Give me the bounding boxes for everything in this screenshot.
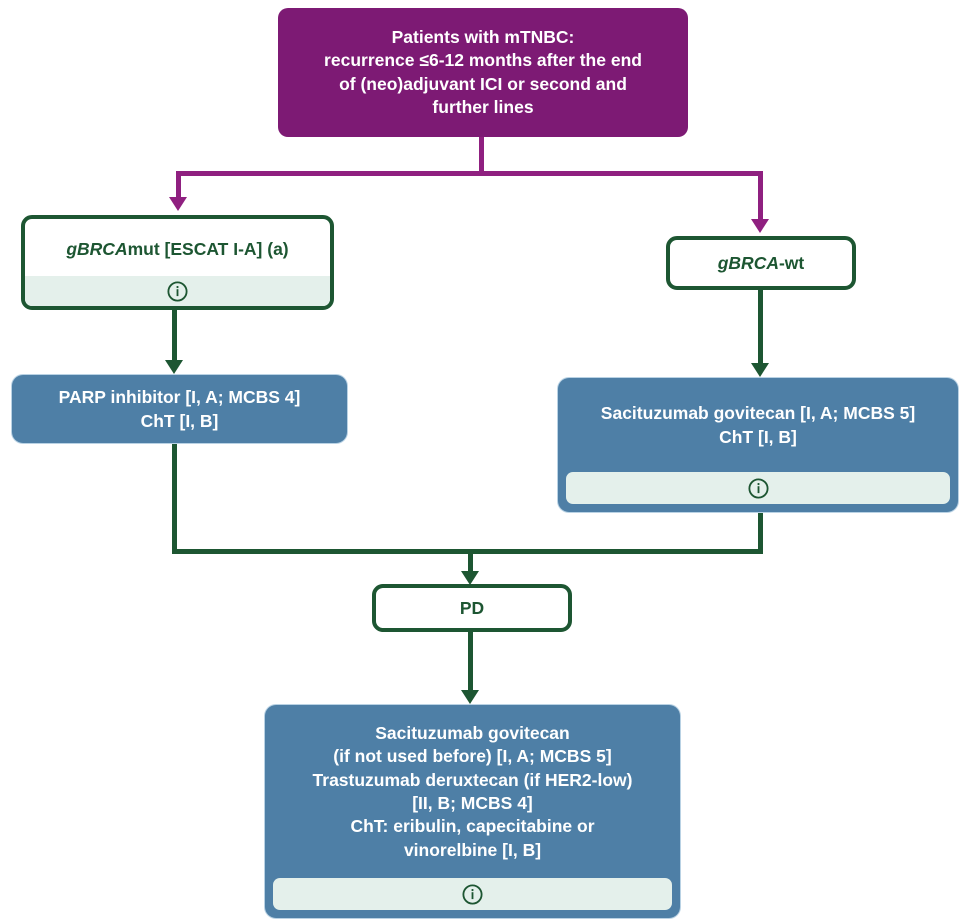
gbrca-mut-suffix: mut [ESCAT I-A] (a): [127, 239, 289, 260]
information-icon[interactable]: [166, 280, 189, 303]
connector-root-right-drop: [758, 171, 763, 221]
arrow-to-gbrca-wt: [751, 219, 769, 233]
gbrca-mut-gene-name: gBRCA: [66, 239, 128, 260]
connector-sacituzumab-merge-vertical: [758, 512, 763, 554]
node-parp-inhibitor[interactable]: PARP inhibitor [I, A; MCBS 4] ChT [I, B]: [12, 375, 347, 443]
gbrca-wt-gene-name: gBRCA: [717, 252, 779, 273]
gbrca-wt-suffix: -wt: [778, 252, 805, 273]
node-later-line-treatment[interactable]: Sacituzumab govitecan (if not used befor…: [265, 705, 680, 918]
node-patients-mtnbc-label: Patients with mTNBC: recurrence ≤6-12 mo…: [324, 26, 642, 117]
connector-merge-horizontal: [172, 549, 763, 554]
info-bar-gbrca-mut[interactable]: [25, 276, 330, 306]
connector-root-left-drop: [176, 171, 181, 199]
node-sacituzumab-govitecan-first-line[interactable]: Sacituzumab govitecan [I, A; MCBS 5] ChT…: [558, 378, 958, 512]
info-bar-later-line[interactable]: [273, 878, 672, 910]
node-gbrca-mut-label: gBRCAmut [ESCAT I-A] (a): [25, 219, 330, 276]
node-gbrca-wt[interactable]: gBRCA-wt: [666, 236, 856, 290]
connector-merge-to-pd: [468, 549, 473, 573]
node-progressive-disease[interactable]: PD: [372, 584, 572, 632]
connector-pd-to-later-line: [468, 632, 473, 692]
connector-parp-merge-vertical: [172, 443, 177, 554]
connector-root-stem: [479, 137, 484, 176]
arrow-to-later-line: [461, 690, 479, 704]
arrow-to-pd: [461, 571, 479, 585]
arrow-to-sacituzumab: [751, 363, 769, 377]
node-patients-mtnbc[interactable]: Patients with mTNBC: recurrence ≤6-12 mo…: [278, 8, 688, 137]
node-sacituzumab-first-label: Sacituzumab govitecan [I, A; MCBS 5] ChT…: [600, 403, 916, 447]
node-gbrca-mut[interactable]: gBRCAmut [ESCAT I-A] (a): [21, 215, 334, 310]
connector-gbrcawt-to-sacituzumab: [758, 290, 763, 365]
node-gbrca-wt-label: gBRCA-wt: [670, 240, 852, 286]
information-icon[interactable]: [461, 883, 484, 906]
arrow-to-gbrca-mut: [169, 197, 187, 211]
info-bar-sacituzumab-first[interactable]: [566, 472, 950, 504]
node-progressive-disease-label: PD: [459, 597, 485, 618]
node-later-line-treatment-label: Sacituzumab govitecan (if not used befor…: [312, 723, 633, 860]
connector-root-horizontal: [176, 171, 763, 176]
arrow-to-parp: [165, 360, 183, 374]
connector-gbrcamut-to-parp: [172, 310, 177, 362]
information-icon[interactable]: [747, 477, 770, 500]
node-parp-inhibitor-label: PARP inhibitor [I, A; MCBS 4] ChT [I, B]: [58, 387, 301, 431]
